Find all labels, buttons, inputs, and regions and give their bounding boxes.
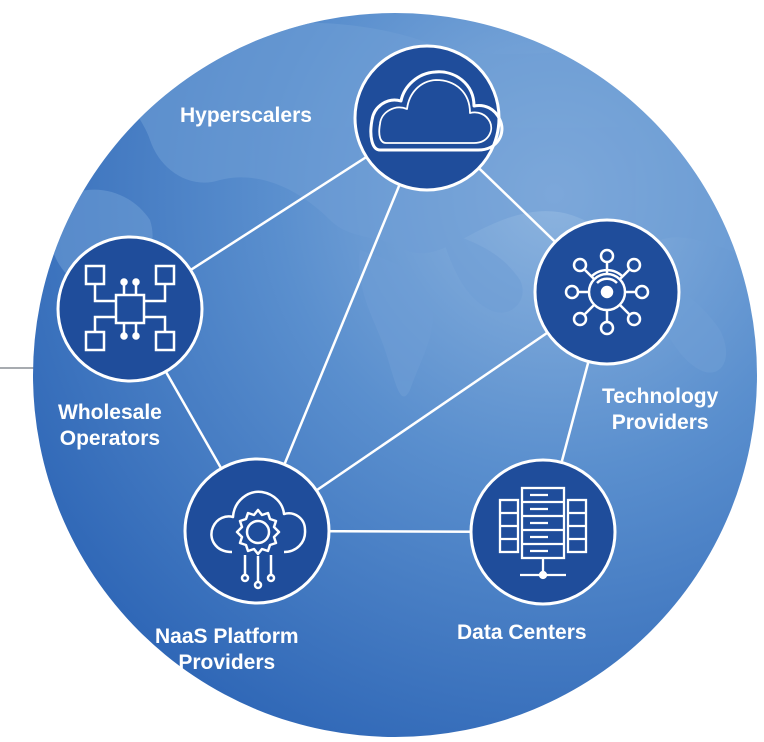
label-datacenters: Data Centers	[457, 620, 587, 646]
cloud-gear-icon	[210, 490, 307, 590]
edge-hyperscalers-naas	[255, 117, 429, 532]
label-naas-line2: Providers	[178, 651, 276, 674]
node-technology[interactable]	[533, 218, 681, 366]
label-wholesale-line1: Wholesale	[58, 401, 162, 424]
node-hyperscalers[interactable]	[353, 44, 504, 192]
network-hub-icon	[564, 248, 650, 336]
label-hyperscalers-text: Hyperscalers	[180, 104, 312, 127]
label-technology-line2: Providers	[611, 411, 709, 434]
label-technology: Technology Providers	[602, 384, 718, 436]
label-naas-line1: NaaS Platform	[155, 625, 299, 648]
label-datacenters-text: Data Centers	[457, 621, 587, 644]
node-datacenters[interactable]	[469, 458, 617, 606]
label-wholesale: Wholesale Operators	[58, 400, 162, 452]
circuit-chip-icon	[84, 264, 176, 352]
label-technology-line1: Technology	[602, 385, 719, 408]
cloud-icon	[369, 70, 504, 152]
server-rack-icon	[498, 486, 588, 580]
node-naas[interactable]	[183, 457, 331, 605]
label-wholesale-line2: Operators	[59, 427, 161, 450]
label-hyperscalers: Hyperscalers	[180, 103, 312, 129]
label-naas: NaaS Platform Providers	[155, 624, 299, 676]
node-wholesale[interactable]	[56, 235, 204, 383]
